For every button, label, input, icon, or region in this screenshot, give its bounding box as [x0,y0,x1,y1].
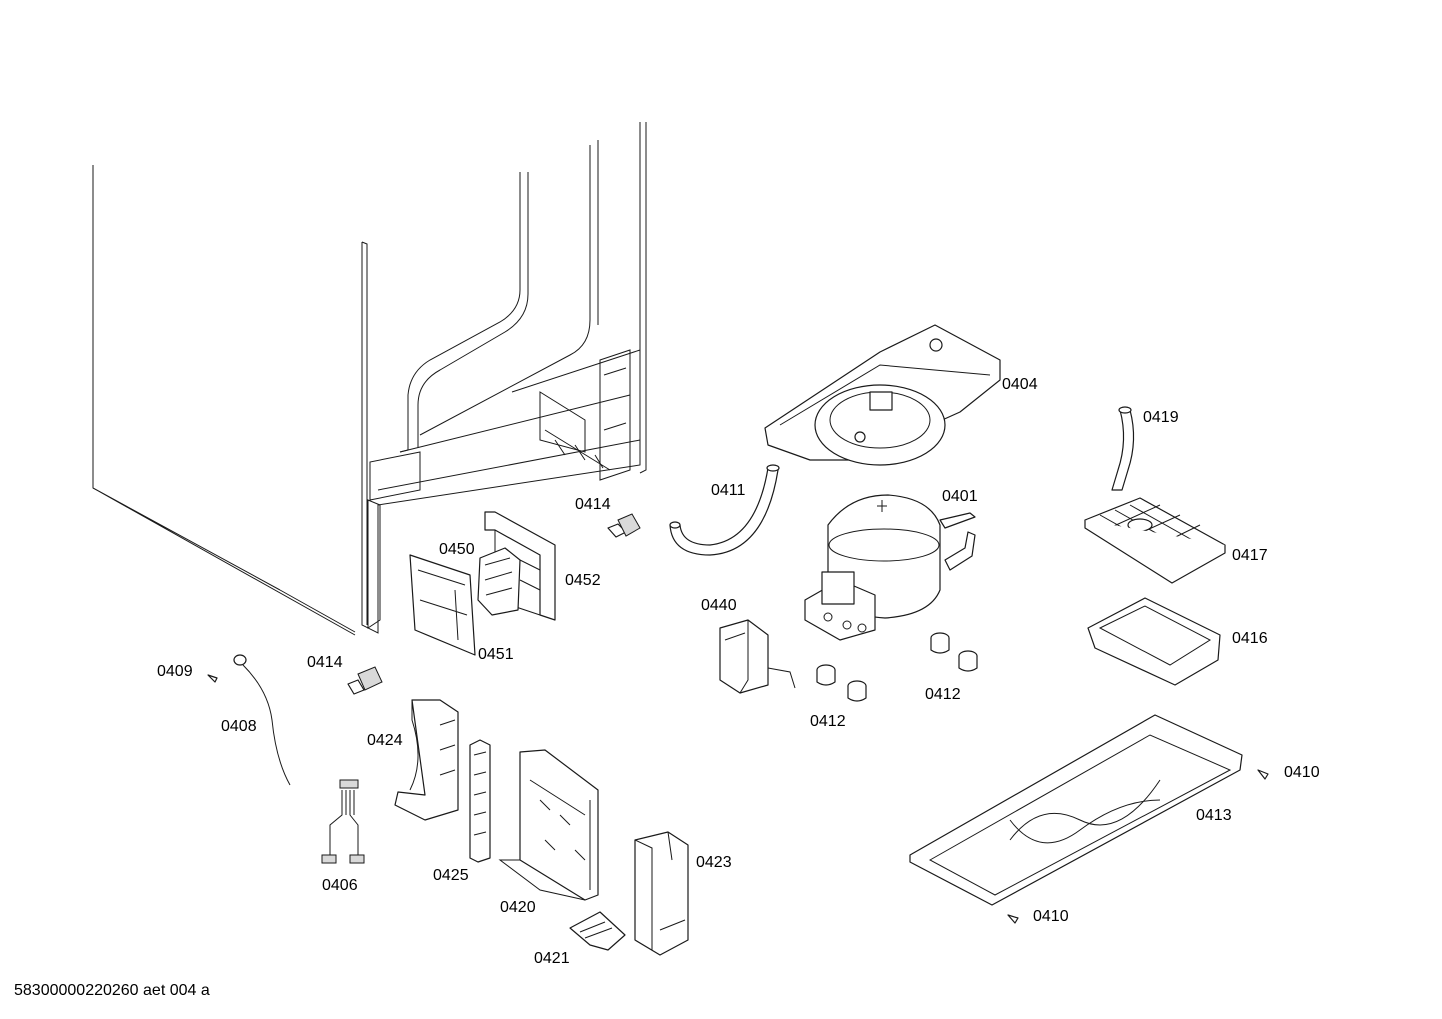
label-0419: 0419 [1143,409,1179,426]
label-0451: 0451 [478,646,514,663]
part-0414-connector-top [607,513,641,538]
part-0404-drip-tray [764,324,1001,466]
label-0420: 0420 [500,899,536,916]
label-0440: 0440 [701,597,737,614]
part-0401-compressor [804,494,976,641]
part-0423-cover [634,831,689,956]
part-0406-cable-harness [321,779,365,864]
label-0424: 0424 [367,732,403,749]
part-0410-screws [1007,769,1269,924]
part-0419-hose [1111,406,1135,491]
part-0421-small-bracket [569,911,626,951]
part-0416-tray [1087,597,1221,686]
part-0409-screw [207,674,218,683]
label-0401: 0401 [942,488,978,505]
label-0425: 0425 [433,867,469,884]
label-0421: 0421 [534,950,570,967]
part-0412-rubber-feet [816,632,978,702]
label-0416: 0416 [1232,630,1268,647]
label-0452: 0452 [565,572,601,589]
label-0404: 0404 [1002,376,1038,393]
label-0414-bottom: 0414 [307,654,343,671]
part-0451-bracket [409,554,476,656]
label-0408: 0408 [221,718,257,735]
label-0423: 0423 [696,854,732,871]
label-0412-right: 0412 [925,686,961,703]
label-0406: 0406 [322,877,358,894]
part-0417-grid-filter [1084,497,1226,584]
label-0412-left: 0412 [810,713,846,730]
label-0417: 0417 [1232,547,1268,564]
part-0425-strip [469,739,491,863]
part-0413-base-plate [909,714,1243,906]
label-0450: 0450 [439,541,475,558]
label-0409: 0409 [157,663,193,680]
document-id-footer: 58300000220260 aet 004 a [14,982,210,999]
label-0413: 0413 [1196,807,1232,824]
part-0424-holder [394,699,459,821]
part-0420-control-board [498,749,599,901]
label-0414-top: 0414 [575,496,611,513]
cabinet-side-panel [92,165,356,636]
cabinet-back-frame [361,122,647,634]
part-0408-sensor [233,654,291,786]
part-0414-connector-bottom [347,666,383,695]
label-0410-bottom: 0410 [1033,908,1069,925]
label-0410-right: 0410 [1284,764,1320,781]
part-0440-module [719,619,796,694]
part-0411-hose-bend [669,464,780,556]
part-0450-relay [477,547,521,616]
label-0411: 0411 [711,482,746,499]
